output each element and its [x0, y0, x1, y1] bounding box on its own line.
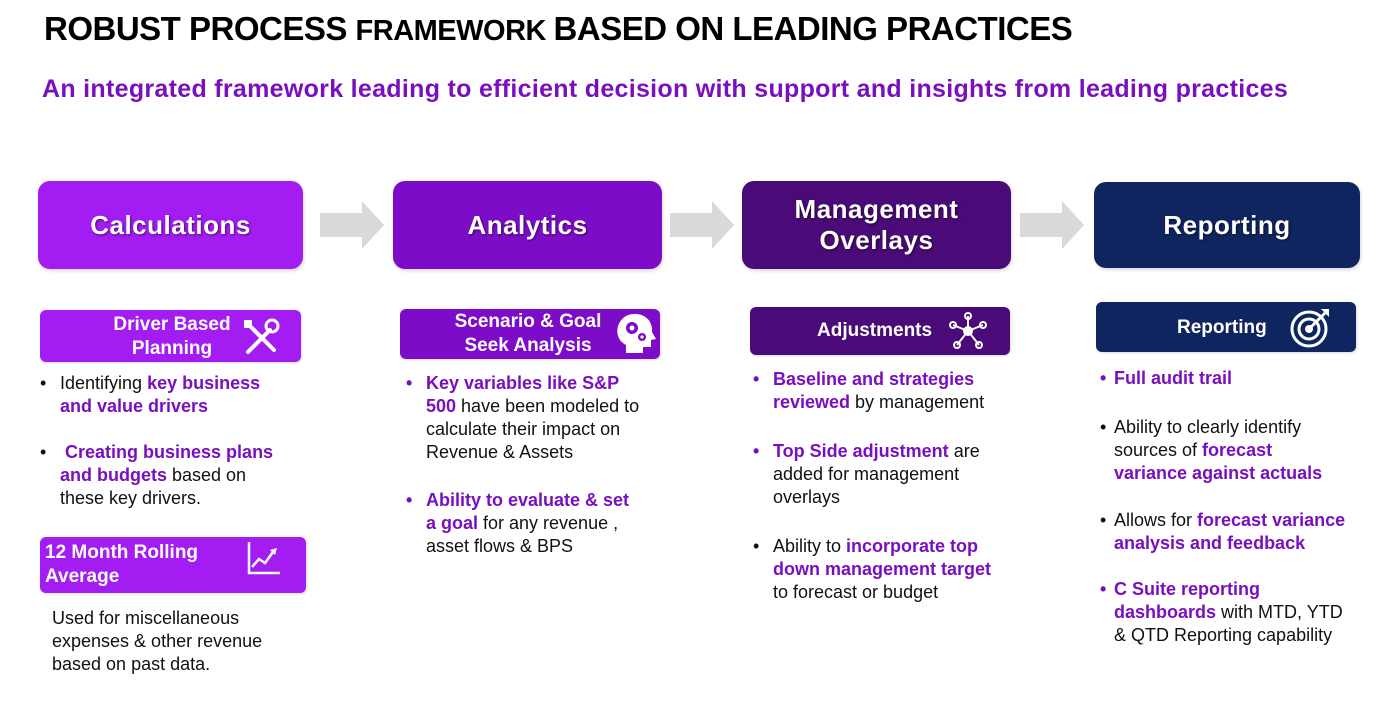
reporting-sub-header: Reporting — [1096, 302, 1356, 352]
bullet-dot: • — [406, 373, 413, 393]
phase-management-overlays: Management Overlays — [742, 181, 1011, 269]
rolling-label-1: 12 Month Rolling — [45, 542, 199, 563]
phase-reporting: Reporting — [1094, 182, 1360, 268]
arrow-right-icon — [1020, 201, 1084, 249]
bullet-dot: • — [1100, 417, 1107, 437]
adjustments-header: Adjustments — [750, 307, 1010, 355]
driver-based-planning-header: Driver Based Planning — [40, 310, 301, 362]
phase-calculations-label: Calculations — [90, 209, 251, 240]
arrow-right-icon — [320, 201, 384, 249]
rolling-average-header: 12 Month Rolling Average — [40, 537, 306, 593]
bullet-dot: • — [1100, 510, 1107, 530]
phase-analytics: Analytics — [393, 181, 662, 269]
bullet-dot: • — [40, 373, 47, 393]
scenario-goal-seek-header: Scenario & Goal Seek Analysis — [400, 309, 660, 359]
driver-label-2: Planning — [131, 338, 213, 359]
rolling-average-description: Used for miscellaneous expenses & other … — [52, 608, 263, 674]
adjustments-label: Adjustments — [817, 320, 933, 341]
reporting-bullet-1: • Full audit trail — [1100, 368, 1233, 388]
scenario-label-1: Scenario & Goal — [454, 311, 602, 332]
bullet-dot: • — [406, 490, 413, 510]
page-subtitle: An integrated framework leading to effic… — [42, 75, 1289, 103]
title-part-3: BASED ON LEADING PRACTICES — [553, 10, 1073, 47]
bullet-dot: • — [753, 369, 760, 389]
page-title: ROBUST PROCESS FRAMEWORK BASED ON LEADIN… — [44, 10, 1073, 48]
title-part-2: FRAMEWORK — [355, 15, 554, 47]
analytics-bullet-2: • Ability to evaluate & set a goal for a… — [406, 490, 630, 556]
phase-analytics-label: Analytics — [467, 209, 588, 240]
line-chart-icon — [247, 542, 280, 575]
bullet-dot: • — [753, 536, 760, 556]
reporting-bullet-2: • Ability to clearly identify sources of… — [1100, 417, 1323, 483]
rolling-label-2: Average — [45, 566, 120, 587]
driver-label-1: Driver Based — [113, 314, 231, 335]
calc-bullet-2: • Creating business plans and budgets ba… — [40, 442, 274, 508]
network-icon — [949, 312, 987, 349]
title-part-1: ROBUST PROCESS — [44, 10, 356, 47]
bullet-dot: • — [40, 442, 47, 462]
target-icon — [1290, 309, 1329, 348]
analytics-bullet-1: • Key variables like S&P 500 have been m… — [406, 373, 640, 462]
management-bullet-1: • Baseline and strategies reviewed by ma… — [753, 369, 985, 412]
scenario-label-2: Seek Analysis — [464, 335, 592, 356]
management-bullet-2: • Top Side adjustment are added for mana… — [753, 441, 980, 507]
head-gears-icon — [617, 313, 656, 353]
arrow-right-icon — [670, 201, 734, 249]
management-bullet-3: • Ability to incorporate top down manage… — [753, 536, 992, 602]
reporting-bullet-4: • C Suite reporting dashboards with MTD,… — [1100, 579, 1343, 645]
phase-reporting-label: Reporting — [1163, 209, 1291, 240]
phase-calculations: Calculations — [38, 181, 303, 269]
bullet-dot: • — [1100, 368, 1107, 388]
phase-management-label-1: Management — [794, 194, 959, 224]
tools-icon — [244, 318, 280, 354]
reporting-bullet-3: • Allows for forecast variance analysis … — [1100, 510, 1346, 553]
phase-management-label-2: Overlays — [819, 225, 934, 255]
bullet-dot: • — [753, 441, 760, 461]
bullet-dot: • — [1100, 579, 1107, 599]
reporting-sub-label: Reporting — [1177, 317, 1267, 338]
calc-bullet-1: • Identifying key business and value dri… — [40, 373, 261, 416]
